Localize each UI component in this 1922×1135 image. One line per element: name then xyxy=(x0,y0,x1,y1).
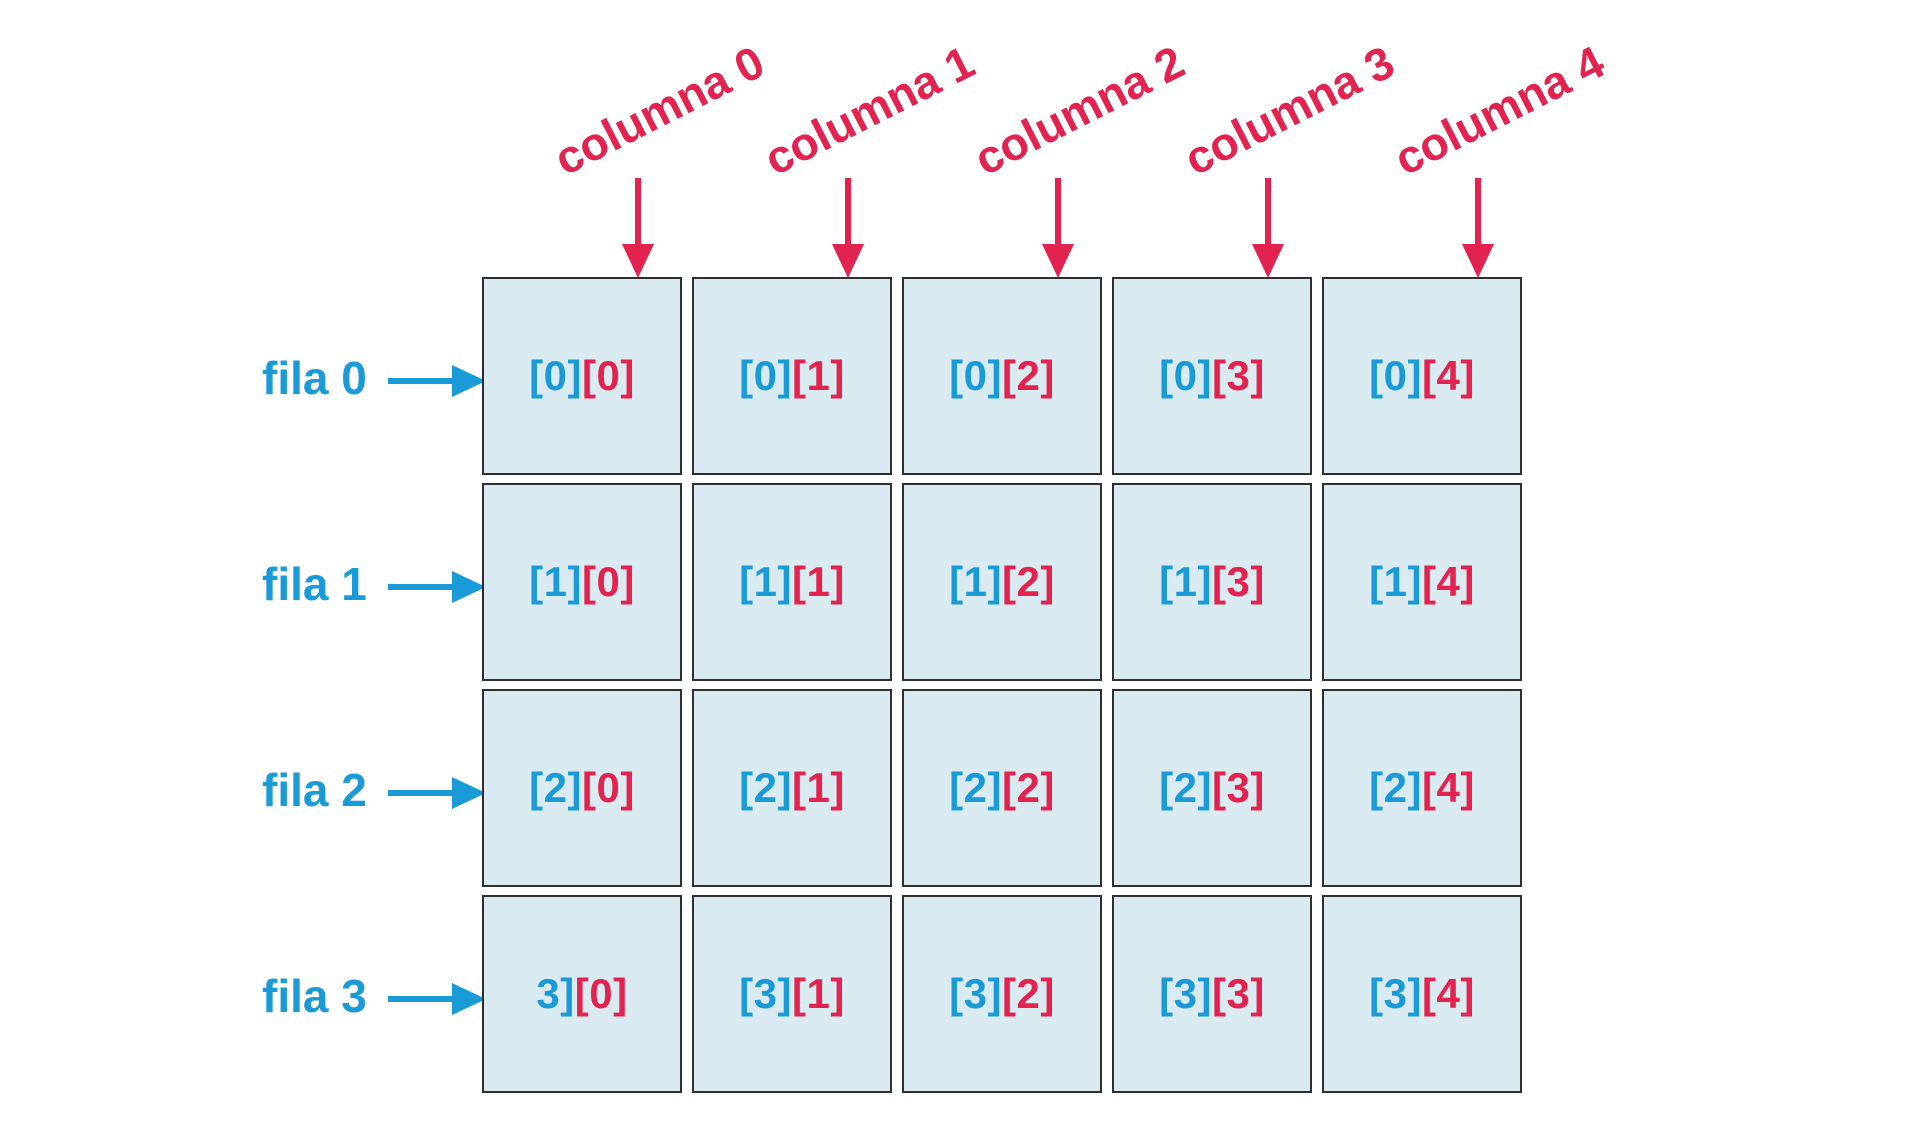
array-cell: [1][4] xyxy=(1322,483,1522,681)
cell-row-index: [2] xyxy=(1159,764,1212,811)
cell-column-index: [2] xyxy=(1002,970,1055,1017)
cell-column-index: [1] xyxy=(792,764,845,811)
cell-row-index: [1] xyxy=(529,558,582,605)
cell-column-index: [2] xyxy=(1002,352,1055,399)
cell-column-index: [0] xyxy=(582,558,635,605)
cell-column-index: [1] xyxy=(792,558,845,605)
column-arrow-2 xyxy=(1042,178,1074,278)
array-cell: [3][1] xyxy=(692,895,892,1093)
row-arrow-1 xyxy=(388,571,486,603)
array-cell: [3][4] xyxy=(1322,895,1522,1093)
cell-row-index: [3] xyxy=(739,970,792,1017)
array-cell: [1][1] xyxy=(692,483,892,681)
cell-column-index: [2] xyxy=(1002,764,1055,811)
column-label-0: columna 0 xyxy=(545,35,773,186)
cell-column-index: [4] xyxy=(1422,764,1475,811)
row-arrow-2 xyxy=(388,777,486,809)
array-cell: [0][1] xyxy=(692,277,892,475)
cell-row-index: [0] xyxy=(1369,352,1422,399)
array-cell: [2][1] xyxy=(692,689,892,887)
column-arrow-0 xyxy=(622,178,654,278)
row-label-0: fila 0 xyxy=(262,352,367,404)
column-label-2: columna 2 xyxy=(965,35,1193,186)
cell-row-index: [2] xyxy=(739,764,792,811)
cell-row-index: [3] xyxy=(949,970,1002,1017)
array-cell: [0][0] xyxy=(482,277,682,475)
cell-column-index: [4] xyxy=(1422,970,1475,1017)
cell-column-index: [0] xyxy=(574,970,628,1017)
column-arrow-4 xyxy=(1462,178,1494,278)
cell-row-index: [2] xyxy=(529,764,582,811)
column-arrow-1 xyxy=(832,178,864,278)
array-cell: [0][3] xyxy=(1112,277,1312,475)
cell-column-index: [3] xyxy=(1212,764,1265,811)
cell-column-index: [1] xyxy=(792,970,845,1017)
cell-row-index: [0] xyxy=(1159,352,1212,399)
cell-column-index: [3] xyxy=(1212,970,1265,1017)
cell-row-index: [1] xyxy=(739,558,792,605)
array-cell: [0][2] xyxy=(902,277,1102,475)
cell-column-index: [3] xyxy=(1212,352,1265,399)
cell-column-index: [2] xyxy=(1002,558,1055,605)
array-cell: [2][4] xyxy=(1322,689,1522,887)
cell-column-index: [4] xyxy=(1422,352,1475,399)
array-cell: [1][0] xyxy=(482,483,682,681)
array-cell: [1][2] xyxy=(902,483,1102,681)
cell-column-index: [0] xyxy=(582,352,635,399)
cell-row-index: 3] xyxy=(536,970,575,1017)
array-cell: [3][2] xyxy=(902,895,1102,1093)
cell-row-index: [0] xyxy=(739,352,792,399)
cell-row-index: [3] xyxy=(1369,970,1422,1017)
array-cell: [2][3] xyxy=(1112,689,1312,887)
cell-row-index: [1] xyxy=(1369,558,1422,605)
column-arrow-3 xyxy=(1252,178,1284,278)
row-label-1: fila 1 xyxy=(262,558,367,610)
array-cell: [3][3] xyxy=(1112,895,1312,1093)
cell-column-index: [0] xyxy=(582,764,635,811)
cell-column-index: [4] xyxy=(1422,558,1475,605)
row-label-2: fila 2 xyxy=(262,764,367,816)
array-cell: [1][3] xyxy=(1112,483,1312,681)
array-cell: 3][0] xyxy=(482,895,682,1093)
column-label-4: columna 4 xyxy=(1385,35,1613,186)
cell-row-index: [1] xyxy=(1159,558,1212,605)
cell-row-index: [0] xyxy=(529,352,582,399)
cell-row-index: [1] xyxy=(949,558,1002,605)
array-cell: [0][4] xyxy=(1322,277,1522,475)
row-arrow-0 xyxy=(388,365,486,397)
cell-row-index: [3] xyxy=(1159,970,1212,1017)
cell-column-index: [3] xyxy=(1212,558,1265,605)
row-arrow-3 xyxy=(388,983,486,1015)
column-label-3: columna 3 xyxy=(1175,35,1403,186)
row-label-3: fila 3 xyxy=(262,970,367,1022)
cell-row-index: [0] xyxy=(949,352,1002,399)
array-cell: [2][2] xyxy=(902,689,1102,887)
cell-row-index: [2] xyxy=(949,764,1002,811)
column-label-1: columna 1 xyxy=(755,35,983,186)
cell-row-index: [2] xyxy=(1369,764,1422,811)
cell-column-index: [1] xyxy=(792,352,845,399)
array-cell: [2][0] xyxy=(482,689,682,887)
